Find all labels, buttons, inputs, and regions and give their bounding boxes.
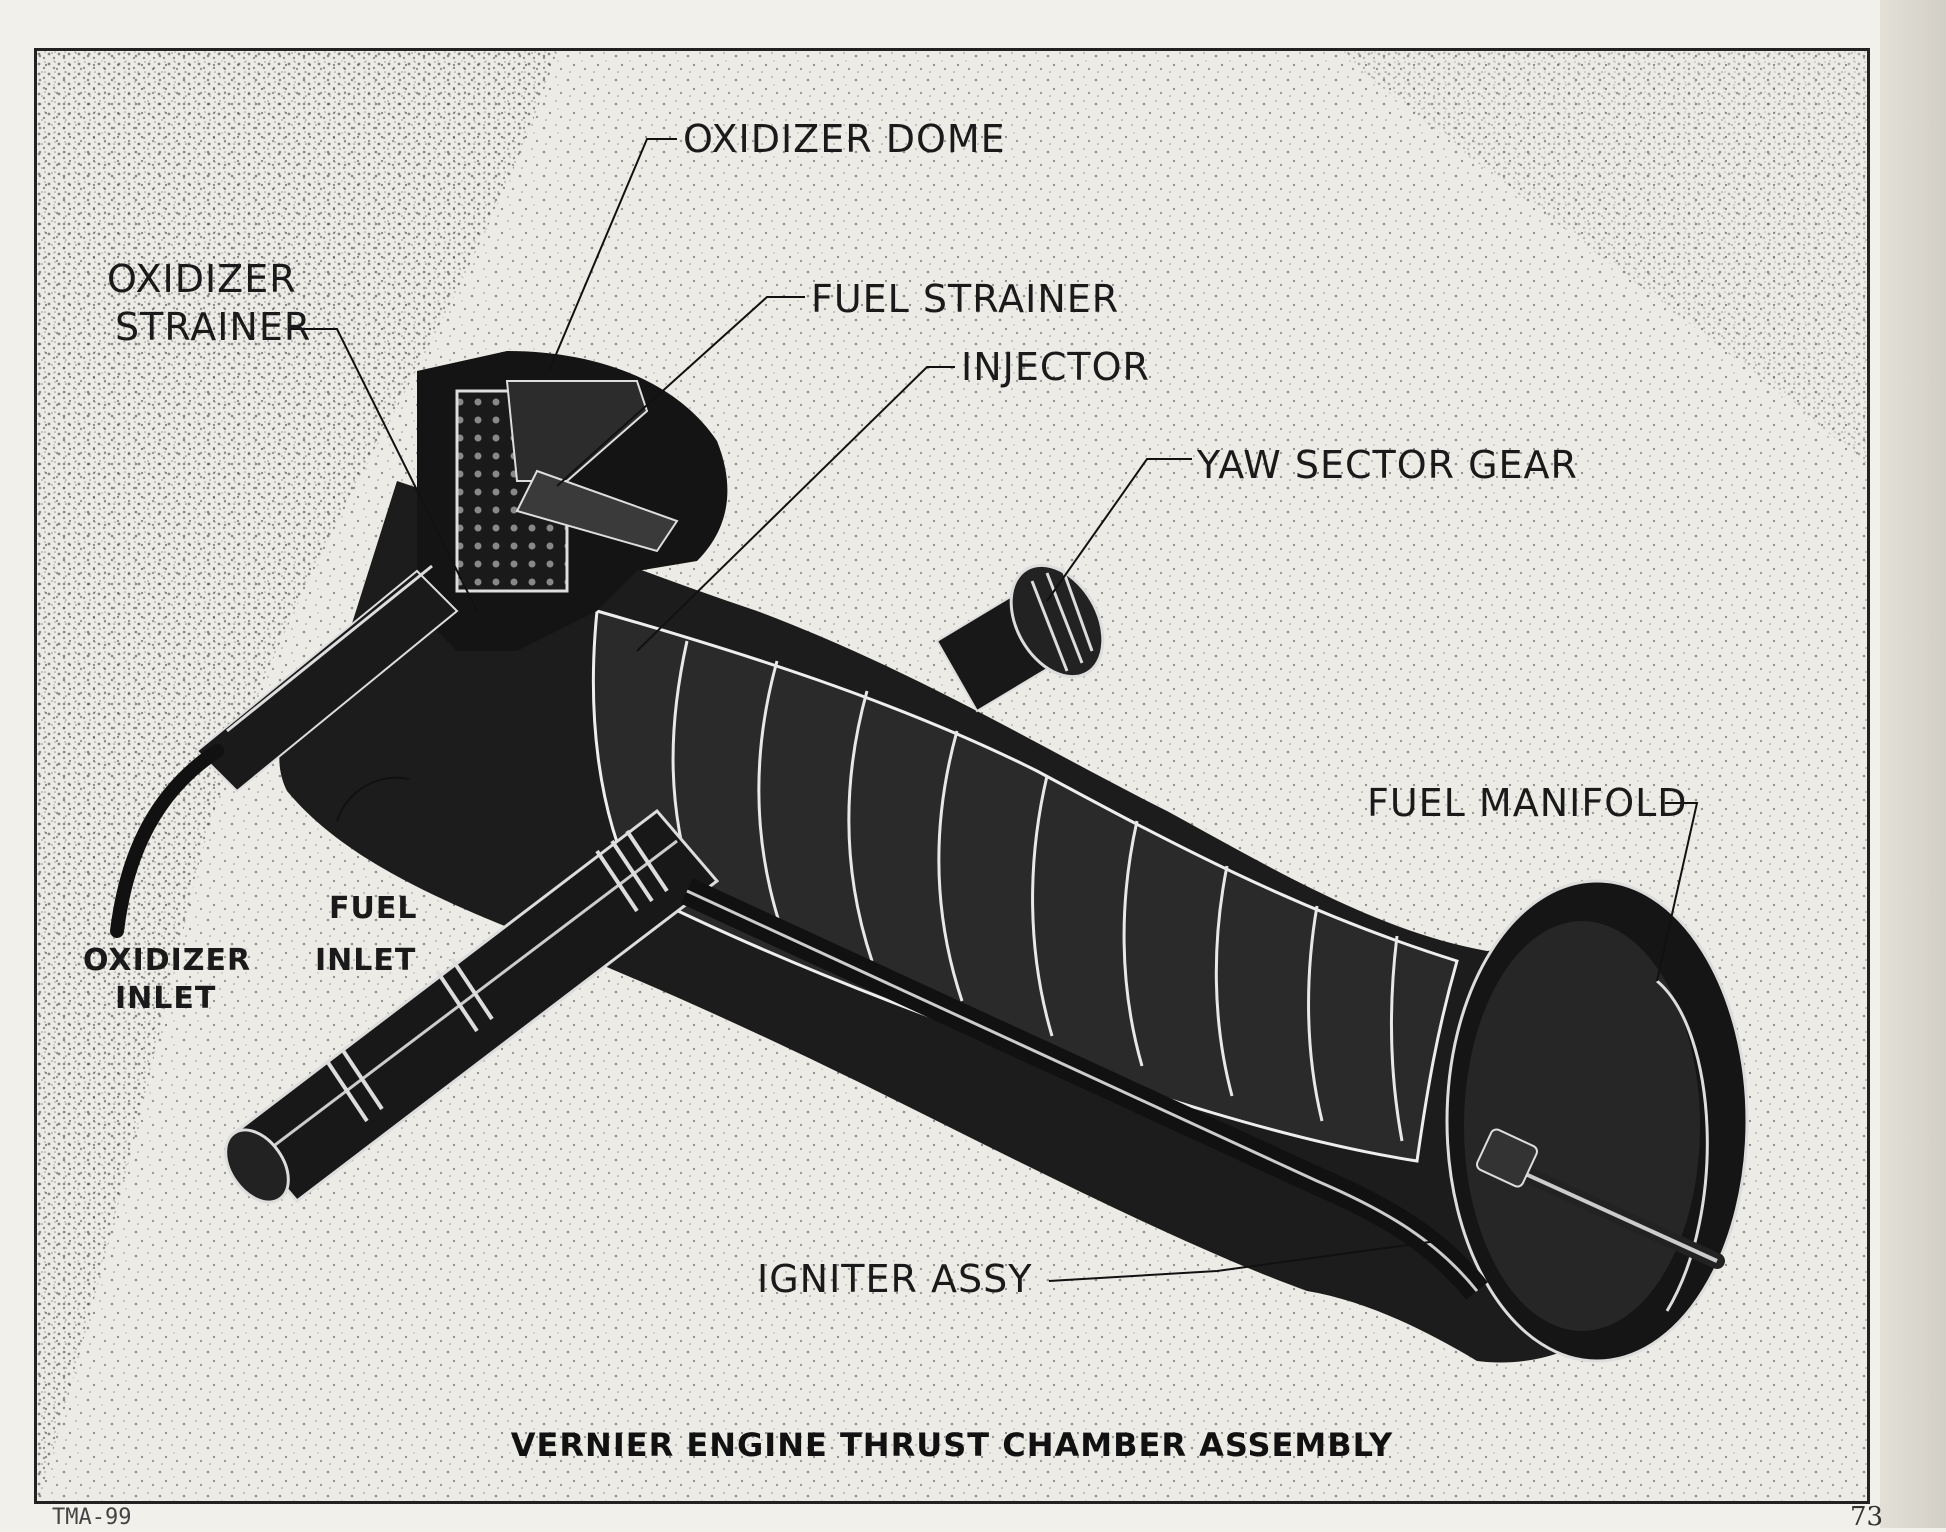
label-fuel-manifold: FUEL MANIFOLD (1367, 781, 1688, 825)
label-oxidizer-strainer-line2: STRAINER (115, 305, 312, 349)
label-fuel-strainer: FUEL STRAINER (811, 277, 1120, 321)
label-oxidizer-dome: OXIDIZER DOME (683, 117, 1006, 161)
label-oxidizer-inlet-line2: INLET (115, 981, 217, 1016)
page-number: 73 (1850, 1502, 1884, 1532)
document-code: TMA-99 (52, 1505, 132, 1530)
chamber-ribs (671, 640, 1404, 1142)
figure-caption: VERNIER ENGINE THRUST CHAMBER ASSEMBLY (510, 1426, 1394, 1464)
dark-speckle-region-top-right (1337, 51, 1867, 466)
nozzle-exit-inner (1464, 921, 1700, 1331)
label-fuel-inlet-line2: INLET (315, 943, 417, 978)
dark-speckle-region-left (37, 51, 557, 1501)
label-fuel-inlet-line1: FUEL (329, 891, 418, 926)
label-oxidizer-inlet-line1: OXIDIZER (83, 943, 252, 978)
label-igniter-assy: IGNITER ASSY (757, 1257, 1033, 1301)
leader-lines (291, 138, 1699, 1282)
page-edge-shadow (1880, 0, 1946, 1528)
label-oxidizer-strainer-line1: OXIDIZER (107, 257, 297, 301)
igniter-rod (1476, 1128, 1725, 1269)
thrust-chamber-illustration (37, 51, 1867, 1501)
yaw-sector-gear (935, 563, 1105, 713)
diagram-frame: OXIDIZER DOME OXIDIZER STRAINER FUEL STR… (34, 48, 1870, 1504)
label-injector: INJECTOR (961, 345, 1150, 389)
label-yaw-sector-gear: YAW SECTOR GEAR (1197, 443, 1578, 487)
fuel-inlet-pipe (224, 808, 720, 1204)
oxidizer-inlet-pipe (110, 564, 459, 938)
